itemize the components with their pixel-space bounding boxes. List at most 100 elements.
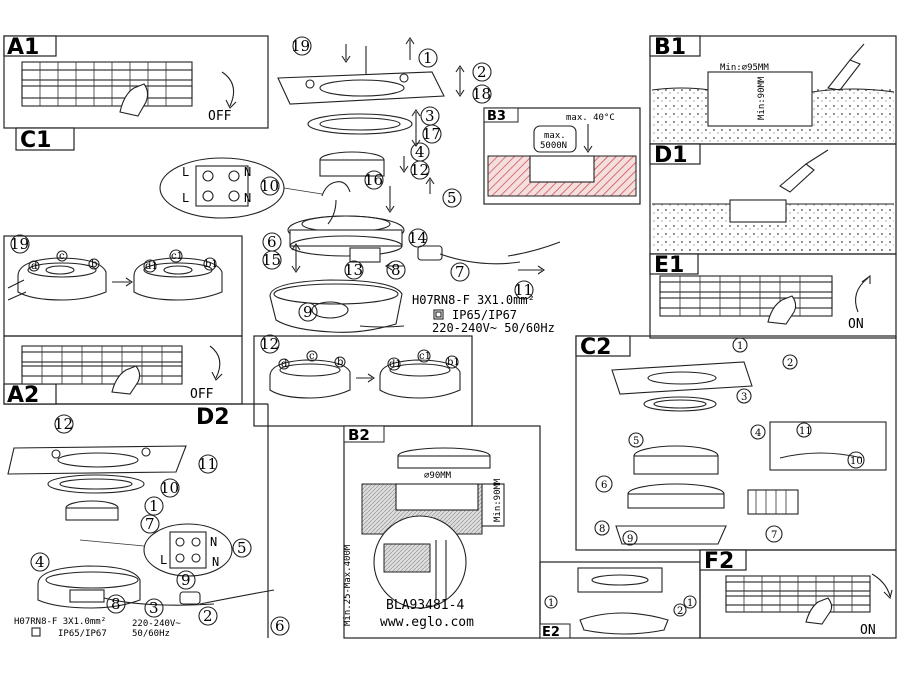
screw-c: c <box>59 251 65 262</box>
label-b3: B3 <box>487 109 506 124</box>
d2-terminal-n2: N <box>212 555 219 569</box>
label-b1: B1 <box>654 35 686 60</box>
screw-c1: c1 <box>171 251 183 262</box>
c1-terminal-n1: N <box>244 165 251 179</box>
c1-step-4: 4 <box>415 143 425 161</box>
label-e2: E2 <box>542 625 560 640</box>
c1-step-2: 2 <box>477 63 487 81</box>
label-f2: F2 <box>704 549 734 574</box>
screw-d1-2: d1 <box>389 359 402 370</box>
screw-b: b <box>91 259 97 270</box>
c2-step-11: 11 <box>799 426 812 437</box>
d2-exploded-assembly: N L N 12 11 10 1 7 4 5 9 8 3 2 6 H07RN8-… <box>7 414 290 639</box>
b1-min-depth: Min:90MM <box>757 76 767 120</box>
d2-step-5: 5 <box>237 539 247 557</box>
c1-step-7: 7 <box>455 263 465 281</box>
e1-on-label: ON <box>848 317 864 332</box>
model-number: BLA93481-4 <box>386 598 464 613</box>
c1-step-10: 10 <box>260 177 279 195</box>
c1-step-19: 19 <box>291 37 310 55</box>
d2-step-4: 4 <box>35 553 45 571</box>
c2-step-7: 7 <box>771 530 777 541</box>
c1-step-8: 8 <box>391 261 401 279</box>
screw-c1-2: c1 <box>419 351 431 362</box>
b1-hole-diagram: Min:⌀95MM Min:90MM <box>651 43 895 142</box>
d2-step-2: 2 <box>203 607 213 625</box>
b3-max-load: 5000N <box>540 141 567 151</box>
d2-step-10: 10 <box>160 479 179 497</box>
e2-step-1b: 1 <box>687 598 693 609</box>
e2-step-1a: 1 <box>548 598 554 609</box>
c1-step-3: 3 <box>425 107 435 125</box>
c1-step-13: 13 <box>344 261 363 279</box>
a2-breaker-switch: OFF <box>21 345 223 402</box>
d1-ground-diagram <box>652 149 894 252</box>
d2-step-7: 7 <box>145 515 155 533</box>
b3-load-diagram: max. 40°C max. 5000N <box>487 113 637 197</box>
c1-terminal-l1: L <box>182 165 189 179</box>
f2-on-label: ON <box>860 623 876 638</box>
c1-step-9: 9 <box>303 303 313 321</box>
d2-terminal-n1: N <box>210 535 217 549</box>
a1-breaker-switch: OFF <box>21 61 237 124</box>
b2-depth-range: Min.25-Max.400M <box>343 544 353 626</box>
b2-installation-depth: ⌀90MM Min:90MM Min.25-Max.400M BLA93481-… <box>343 447 505 630</box>
c1-step-14: 14 <box>408 229 427 247</box>
c2-step-1: 1 <box>737 341 743 352</box>
d2-step-12: 12 <box>54 415 73 433</box>
a1-off-label: OFF <box>208 109 232 124</box>
label-b2: B2 <box>348 426 370 444</box>
c1-step-16: 16 <box>364 171 383 189</box>
c1-terminal-l2: L <box>182 191 189 205</box>
label-a1: A1 <box>7 35 39 60</box>
c2-step-9: 9 <box>627 534 633 545</box>
d2-step-3: 3 <box>149 599 159 617</box>
screw-b1-2: b1 <box>447 357 460 368</box>
screw-c-2: c <box>309 351 315 362</box>
label-d2: D2 <box>196 405 230 430</box>
inset12-number: 12 <box>260 335 279 353</box>
d2-step-6: 6 <box>275 617 285 635</box>
inset-12-screws: 12 c d b c1 d1 b1 <box>260 334 461 399</box>
label-e1: E1 <box>654 253 684 278</box>
c2-step-5: 5 <box>633 436 639 447</box>
a2-off-label: OFF <box>190 387 214 402</box>
d2-terminal-l: L <box>160 553 167 567</box>
c1-step-6: 6 <box>267 233 277 251</box>
screw-d1: d1 <box>145 261 158 272</box>
c1-terminal-n2: N <box>244 191 251 205</box>
b3-max-temp: max. 40°C <box>566 113 615 123</box>
d2-cable-spec: H07RN8-F 3X1.0mm² <box>14 617 106 627</box>
screw-b-2: b <box>337 357 343 368</box>
label-d1: D1 <box>654 143 688 168</box>
screw-d-2: d <box>281 359 288 370</box>
c1-voltage: 220-240V~ 50/60Hz <box>432 321 555 335</box>
c2-step-4: 4 <box>755 428 761 439</box>
c2-step-6: 6 <box>601 480 607 491</box>
d2-step-9: 9 <box>181 571 191 589</box>
c1-step-12: 12 <box>410 161 429 179</box>
e2-step-2: 2 <box>677 606 683 617</box>
panel-frames <box>3 35 897 639</box>
c1-cable-spec: H07RN8-F 3X1.0mm² <box>412 293 535 307</box>
d2-voltage: 220-240V~ <box>132 619 181 629</box>
c1-step-11: 11 <box>514 281 533 299</box>
c1-step-5: 5 <box>447 189 457 207</box>
c2-step-3: 3 <box>741 392 747 403</box>
c1-step-18: 18 <box>472 85 491 103</box>
label-c2: C2 <box>580 335 611 360</box>
panel-labels: A1 B1 C1 B3 D1 E1 A2 D2 C2 B2 E2 F2 <box>3 35 747 640</box>
c2-step-2: 2 <box>787 358 793 369</box>
c1-ip-rating: IP65/IP67 <box>452 308 517 322</box>
label-c1: C1 <box>20 128 51 153</box>
c2-exploded-assembly: 1 2 3 4 11 5 10 6 7 8 9 <box>594 337 887 546</box>
b2-min-depth: Min:90MM <box>493 478 503 522</box>
c2-step-10: 10 <box>850 456 863 467</box>
f2-breaker-switch: ON <box>725 573 893 638</box>
d2-step-1: 1 <box>149 497 159 515</box>
b3-max-label: max. <box>544 131 566 141</box>
inset19-number: 19 <box>10 235 29 253</box>
screw-d: d <box>31 261 38 272</box>
c1-exploded-assembly: L N L N 19 1 2 18 3 17 4 12 10 <box>159 36 561 335</box>
